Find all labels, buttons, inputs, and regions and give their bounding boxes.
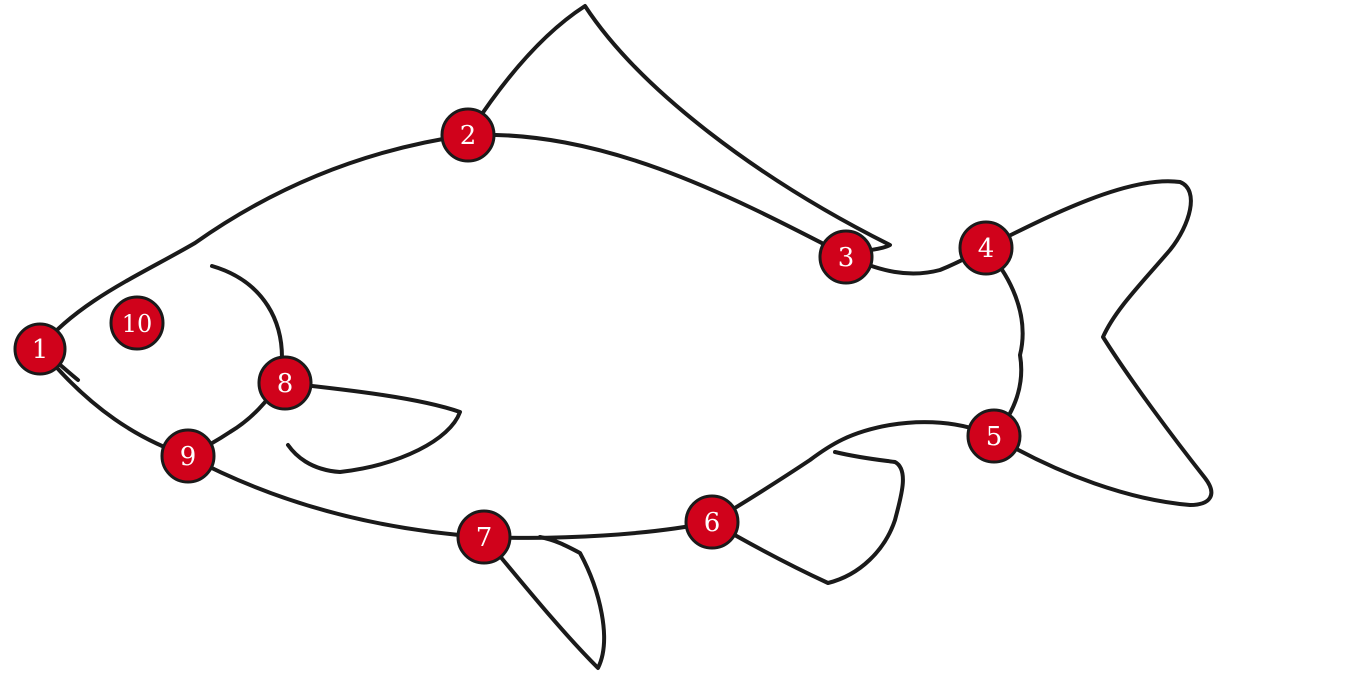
landmark-7-dot	[456, 509, 512, 565]
landmark-3-dot	[818, 229, 874, 285]
landmark-5: 5	[966, 408, 1022, 464]
landmark-3: 3	[818, 229, 874, 285]
landmark-8-label: 8	[277, 369, 294, 399]
landmark-2-dot	[440, 107, 496, 163]
landmark-9-dot	[160, 428, 216, 484]
dorsal-profile	[38, 132, 987, 350]
landmark-4-label: 4	[978, 234, 995, 264]
landmark-9: 9	[160, 428, 216, 484]
landmark-7-label: 7	[476, 523, 493, 553]
landmark-10-label: 10	[122, 310, 153, 338]
pectoral-fin	[283, 381, 462, 474]
landmark-9-label: 9	[180, 442, 197, 472]
anal-fin	[710, 450, 905, 585]
landmark-6-dot	[684, 494, 740, 550]
landmark-2-label: 2	[460, 121, 477, 151]
landmark-8: 8	[257, 355, 313, 411]
fish-outline	[38, 4, 1214, 670]
landmark-4: 4	[958, 220, 1014, 276]
landmark-10-dot	[109, 295, 165, 351]
landmark-1: 1	[13, 322, 67, 376]
landmark-6: 6	[684, 494, 740, 550]
landmark-1-label: 1	[32, 335, 49, 365]
landmark-7: 7	[456, 509, 512, 565]
pelvic-fin	[482, 535, 606, 670]
landmark-8-dot	[257, 355, 313, 411]
landmark-5-dot	[966, 408, 1022, 464]
landmark-5-label: 5	[986, 422, 1003, 452]
landmark-10: 10	[109, 295, 165, 351]
landmark-markers: 1 2 3 4 5 6 7 8	[13, 107, 1022, 565]
caudal-peduncle	[983, 246, 1025, 439]
landmark-1-dot	[13, 322, 67, 376]
landmark-2: 2	[440, 107, 496, 163]
dorsal-fin	[466, 4, 892, 257]
landmark-3-label: 3	[838, 243, 855, 273]
caudal-fin	[983, 179, 1214, 507]
operculum	[186, 264, 284, 458]
landmark-4-dot	[958, 220, 1014, 276]
landmark-6-label: 6	[704, 508, 721, 538]
